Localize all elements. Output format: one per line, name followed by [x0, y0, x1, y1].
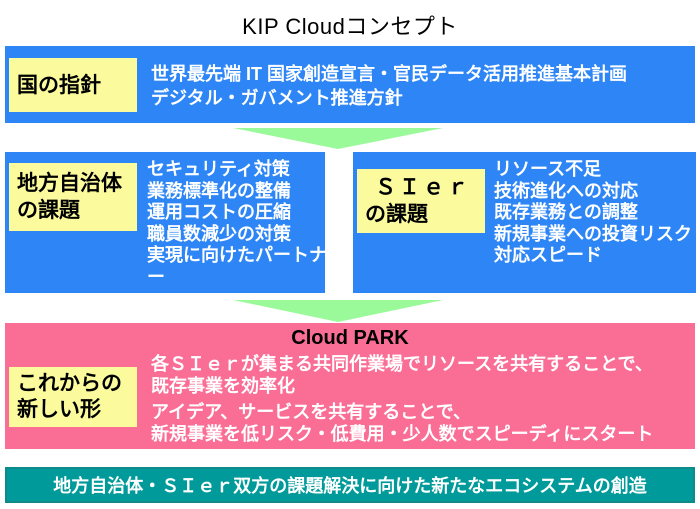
national-guideline-label-text: 国の指針 [17, 73, 101, 97]
park-p2-line-1: アイデア、サービスを共有することで、 [151, 402, 472, 422]
ecosystem-footer-banner: 地方自治体・ＳＩｅｒ双方の課題解決に向けた新たなエコシステムの創造 [5, 467, 695, 503]
page-title: KIP Cloudコンセプト [242, 14, 458, 39]
municipality-label-line-2: の課題 [17, 199, 80, 222]
sier-label-line-2: の課題 [365, 203, 428, 226]
new-form-label-line-2: 新しい形 [17, 398, 101, 421]
sier-item: 対応スピード [494, 245, 602, 265]
municipality-label-line-1: 地方自治体 [17, 172, 122, 195]
municipality-label: 地方自治体 の課題 [9, 163, 137, 231]
national-line-1: 世界最先端 IT 国家創造宣言・官民データ活用推進基本計画 [151, 64, 627, 84]
cloud-park-title: Cloud PARK [291, 327, 409, 349]
down-arrow-icon [233, 128, 443, 149]
national-guideline-text: 世界最先端 IT 国家創造宣言・官民データ活用推進基本計画 デジタル・ガバメント… [151, 62, 627, 110]
sier-item: 新規事業への投資リスク [494, 223, 692, 244]
cloud-park-paragraph-1: 各ＳＩｅｒが集まる共同作業場でリソースを共有することで、 既存事業を効率化 [151, 353, 653, 397]
municipality-item: 業務標準化の整備 [147, 180, 291, 201]
sier-challenges-box: ＳＩｅｒ の課題 リソース不足 技術進化への対応 既存業務との調整 新規事業への… [353, 152, 696, 293]
sier-item: 技術進化への対応 [494, 180, 638, 201]
cloud-park-box: Cloud PARK これからの 新しい形 各ＳＩｅｒが集まる共同作業場でリソー… [5, 323, 695, 449]
sier-label: ＳＩｅｒ の課題 [357, 169, 485, 233]
national-guideline-label: 国の指針 [9, 58, 137, 112]
municipality-item: セキュリティ対策 [147, 159, 290, 179]
park-p1-line-1: 各ＳＩｅｒが集まる共同作業場でリソースを共有することで、 [151, 354, 653, 374]
sier-item: 既存業務との調整 [494, 202, 638, 222]
new-form-label-line-1: これからの [17, 372, 122, 395]
cloud-park-paragraphs: 各ＳＩｅｒが集まる共同作業場でリソースを共有することで、 既存事業を効率化 アイ… [151, 353, 653, 445]
municipality-item: 職員数減少の対策 [147, 223, 291, 244]
park-p2-line-2: 新規事業を低リスク・低費用・少人数でスピーディにスタート [151, 424, 654, 444]
new-form-label: これからの 新しい形 [9, 367, 137, 427]
national-guideline-box: 国の指針 世界最先端 IT 国家創造宣言・官民データ活用推進基本計画 デジタル・… [5, 46, 695, 123]
sier-item: リソース不足 [494, 159, 602, 179]
park-p1-line-2: 既存事業を効率化 [151, 376, 295, 396]
footer-text: 地方自治体・ＳＩｅｒ双方の課題解決に向けた新たなエコシステムの創造 [53, 476, 647, 496]
sier-label-line-1: ＳＩｅｒ [375, 176, 471, 199]
municipality-item: 実現に向けたパートナー [147, 245, 327, 287]
municipality-items: セキュリティ対策 業務標準化の整備 運用コストの圧縮 職員数減少の対策 実現に向… [147, 159, 327, 288]
national-line-2: デジタル・ガバメント推進方針 [151, 88, 403, 108]
sier-items: リソース不足 技術進化への対応 既存業務との調整 新規事業への投資リスク 対応ス… [494, 159, 696, 267]
municipality-challenges-box: 地方自治体 の課題 セキュリティ対策 業務標準化の整備 運用コストの圧縮 職員数… [5, 152, 327, 293]
down-arrow-icon [233, 300, 443, 322]
cloud-park-paragraph-2: アイデア、サービスを共有することで、 新規事業を低リスク・低費用・少人数でスピー… [151, 401, 653, 445]
municipality-item: 運用コストの圧縮 [147, 202, 291, 222]
